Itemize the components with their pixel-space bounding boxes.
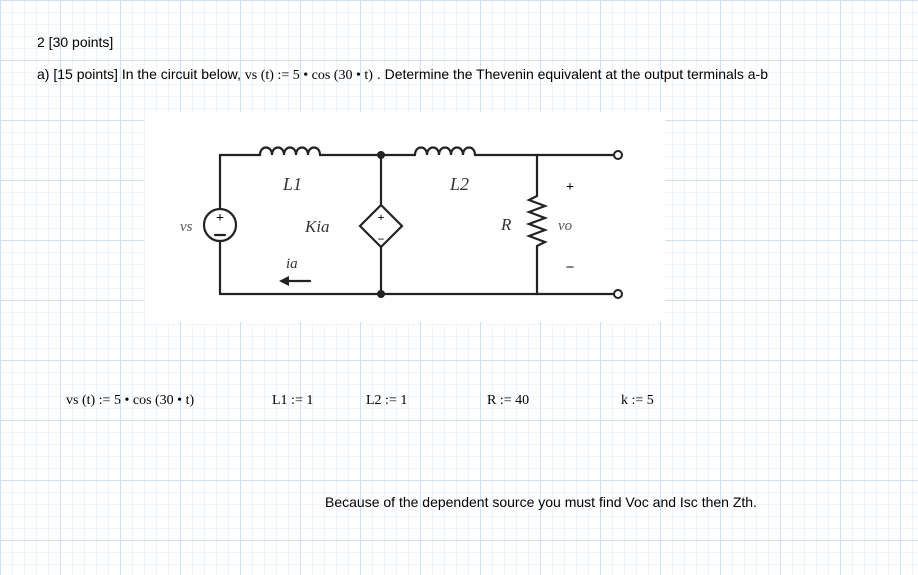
voltage-source-circle — [202, 207, 238, 243]
terminal-b — [613, 289, 623, 299]
param-vs: vs (t) := 5 • cos (30 • t) — [66, 393, 195, 408]
node-bottom — [377, 290, 385, 298]
question-equation: vs (t) := 5 • cos (30 • t) — [244, 68, 373, 83]
dependent-source-diamond — [358, 203, 404, 249]
output-minus: – — [566, 259, 575, 274]
param-k: k := 5 — [621, 393, 654, 408]
resistor-zigzag — [525, 194, 549, 248]
output-plus: + — [566, 180, 574, 195]
inductor-l1-label: L1 — [282, 174, 302, 194]
inductor-l1-coil — [258, 146, 322, 157]
terminal-a — [613, 150, 623, 160]
current-arrow-head — [279, 276, 289, 286]
param-l1: L1 := 1 — [272, 393, 314, 408]
param-l2: L2 := 1 — [366, 393, 408, 408]
question-suffix: . Determine the Thevenin equivalent at t… — [376, 66, 769, 82]
circuit-diagram: + vs L1 L2 Kia + − ia R + vo – — [145, 112, 665, 322]
dependent-source-label: Kia — [304, 217, 330, 236]
current-label: ia — [286, 256, 298, 272]
instruction-note: Because of the dependent source you must… — [325, 494, 757, 510]
resistor-label: R — [500, 215, 512, 234]
output-label: vo — [558, 218, 573, 234]
param-r: R := 40 — [487, 393, 530, 408]
dependent-source-minus: − — [378, 232, 385, 246]
voltage-source-plus: + — [216, 211, 224, 226]
question-prefix: a) [15 points] In the circuit below, — [37, 66, 241, 82]
dependent-source-plus: + — [378, 210, 385, 224]
node-top — [377, 151, 385, 159]
source-label: vs — [180, 219, 193, 235]
question-text: a) [15 points] In the circuit below, vs … — [37, 66, 768, 84]
inductor-l2-coil — [413, 146, 477, 157]
circuit-schematic: + vs L1 L2 Kia + − ia R + vo – — [180, 146, 623, 299]
problem-title: 2 [30 points] — [37, 34, 114, 50]
inductor-l2-label: L2 — [449, 174, 469, 194]
